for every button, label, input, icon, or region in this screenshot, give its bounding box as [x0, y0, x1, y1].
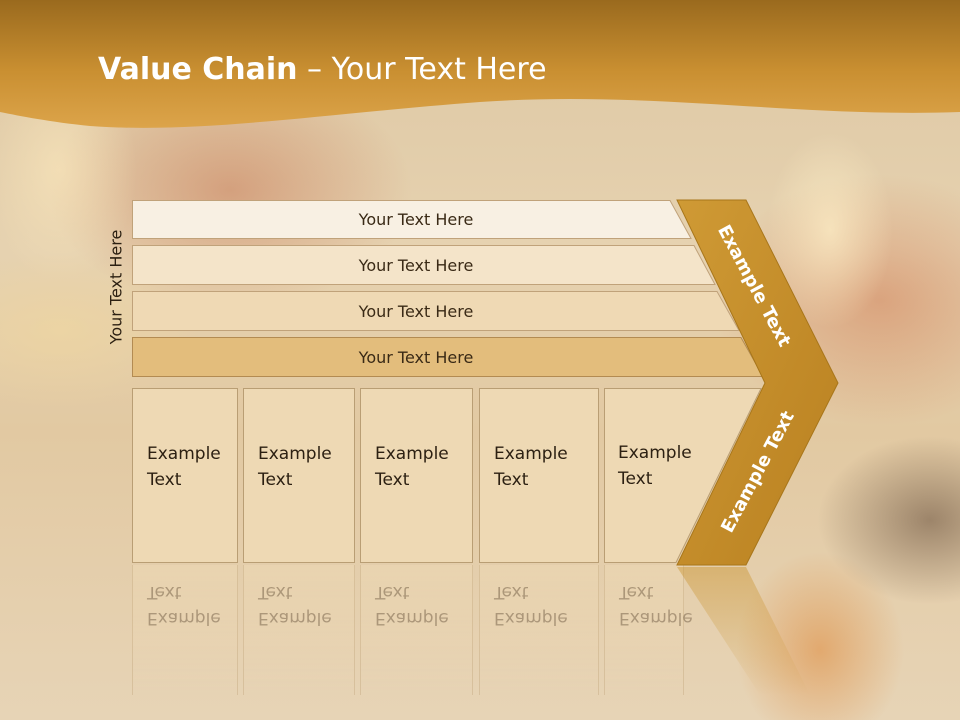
reflection-box-4: Example Text	[479, 565, 599, 695]
slide-title: Value Chain – Your Text Here	[98, 52, 547, 87]
title-bold-part: Value Chain	[98, 52, 298, 87]
title-rest-part: – Your Text Here	[297, 52, 547, 87]
margin-arrow-shape	[676, 199, 839, 566]
support-bar-4: Your Text Here	[132, 337, 764, 377]
primary-activity-box-2: Example Text	[243, 388, 355, 563]
reflection-box-5: Example Text	[604, 565, 693, 695]
support-bar-1: Your Text Here	[132, 200, 692, 239]
header-band	[0, 0, 960, 128]
support-bar-1-shape	[132, 200, 692, 239]
support-bar-2-label: Your Text Here	[358, 255, 474, 275]
reflection-box-2: Example Text	[243, 565, 355, 695]
primary-activity-label-5: Example Text	[618, 443, 692, 489]
support-bar-2-shape	[132, 245, 716, 285]
support-bar-3-label: Your Text Here	[358, 301, 474, 321]
reflection-box-1: Example Text	[132, 565, 238, 695]
primary-activity-box-5	[604, 388, 762, 563]
primary-activity-label-4: Example Text	[494, 444, 568, 490]
primary-activity-label-2: Example Text	[258, 444, 332, 490]
margin-arrow-reflection	[677, 567, 810, 695]
primary-activity-box-4: Example Text	[479, 388, 599, 563]
primary-activity-label-3: Example Text	[375, 444, 449, 490]
primary-activity-box-3: Example Text	[360, 388, 473, 563]
support-bar-4-label: Your Text Here	[358, 347, 474, 367]
support-bar-3-shape	[132, 291, 740, 331]
support-bar-2: Your Text Here	[132, 245, 716, 285]
reflection-box-3: Example Text	[360, 565, 473, 695]
support-bar-1-label: Your Text Here	[358, 210, 474, 229]
support-bar-3: Your Text Here	[132, 291, 740, 331]
primary-activity-label-1: Example Text	[147, 444, 221, 490]
primary-activity-box-1: Example Text	[132, 388, 238, 563]
